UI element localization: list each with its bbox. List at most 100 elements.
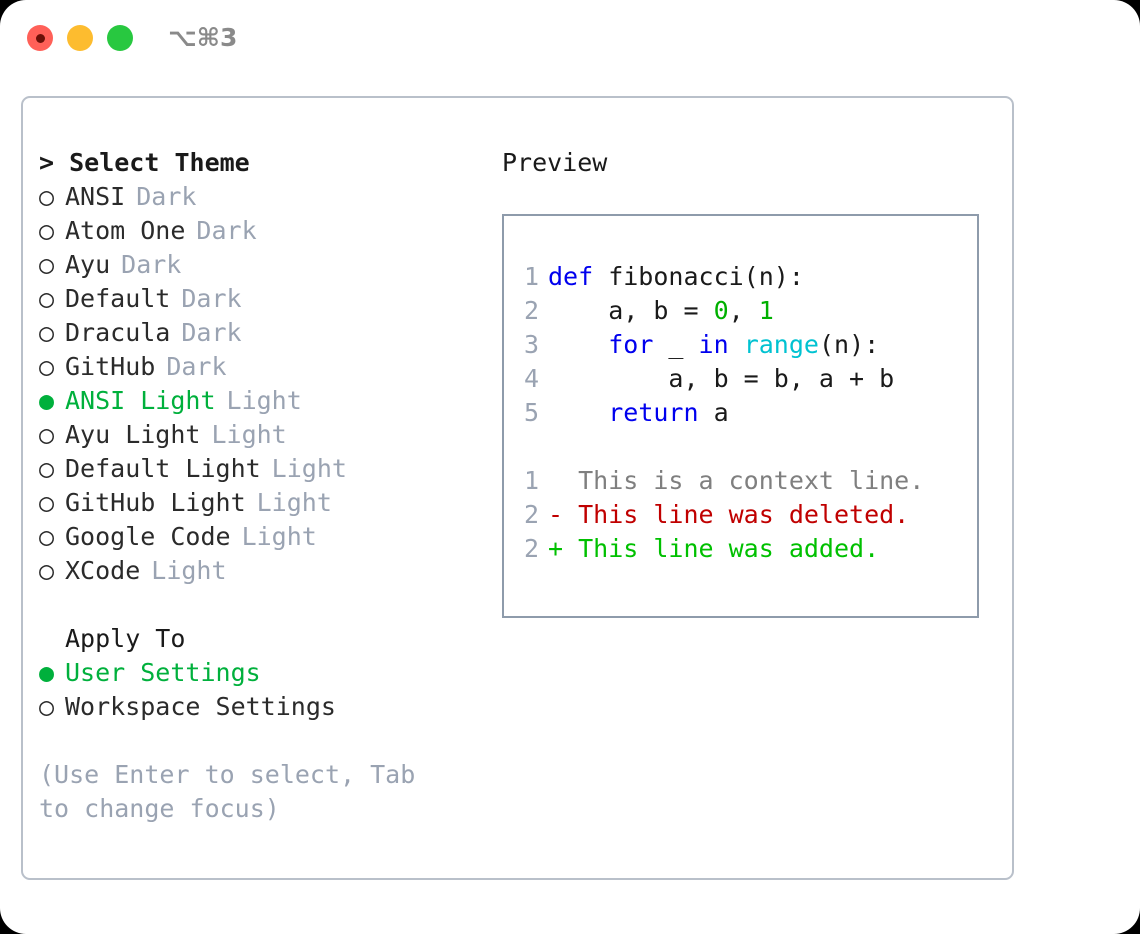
code-token-kw: return: [608, 398, 699, 427]
diff-line-text: This line was added.: [578, 534, 880, 563]
theme-option-name: Atom One: [65, 216, 186, 245]
code-token-plain: [548, 330, 608, 359]
code-line-text: def fibonacci(n):: [548, 260, 804, 294]
code-line: 4 a, b = b, a + b: [504, 362, 977, 396]
preview-spacer: [504, 430, 977, 464]
theme-option-name: Default Light: [65, 454, 261, 483]
apply-to-option-user-settings[interactable]: ● User Settings: [39, 656, 489, 690]
theme-option-tag: Light: [226, 386, 302, 415]
traffic-light-group: [27, 25, 133, 51]
apply-to-option-workspace-settings[interactable]: ○Workspace Settings: [39, 690, 489, 724]
theme-option-tag: Dark: [196, 216, 257, 245]
diff-line-number: 1: [523, 466, 539, 495]
title-bar: ⌥⌘3: [0, 0, 1140, 78]
diff-line-number: 2: [523, 534, 539, 563]
theme-option-name: XCode: [65, 556, 141, 585]
code-token-num: 1: [758, 296, 774, 325]
theme-option-ansi[interactable]: ○ ANSI Dark: [39, 180, 489, 214]
theme-option-tag: Light: [241, 522, 317, 551]
code-line-text: return a: [548, 396, 729, 430]
code-token-fn: range: [743, 330, 819, 359]
radio-unselected-icon: ○: [39, 420, 55, 449]
code-token-plain: [548, 398, 608, 427]
theme-option-name: Google Code: [65, 522, 231, 551]
code-line-text: a, b = b, a + b: [548, 362, 894, 396]
radio-unselected-icon: ○: [39, 250, 55, 279]
theme-option-name: ANSI Light: [65, 386, 216, 415]
close-button[interactable]: [27, 25, 53, 51]
theme-option-name: GitHub: [65, 352, 156, 381]
code-line-text: for _ in range(n):: [548, 328, 879, 362]
minimize-button[interactable]: [67, 25, 93, 51]
select-theme-heading: > Select Theme: [39, 148, 250, 177]
diff-line-add: 2+ This line was added.: [504, 532, 977, 566]
theme-option-name: Default: [65, 284, 171, 313]
diff-line-text: This line was deleted.: [578, 500, 910, 529]
keyboard-hint-text: (Use Enter to select, Tab to change focu…: [39, 760, 416, 823]
diff-line-ctx: 1 This is a context line.: [504, 464, 977, 498]
code-line: 1 def fibonacci(n):: [504, 260, 977, 294]
radio-selected-icon: ●: [39, 658, 55, 687]
theme-option-tag: Dark: [181, 284, 242, 313]
code-line-number: 1: [523, 262, 539, 291]
radio-unselected-icon: ○: [39, 182, 55, 211]
diff-marker: [548, 464, 578, 498]
code-line: 5 return a: [504, 396, 977, 430]
keyboard-shortcut-label: ⌥⌘3: [168, 23, 238, 52]
apply-to-list: ● User Settings ○Workspace Settings: [39, 656, 489, 724]
theme-option-ayu-light[interactable]: ○ Ayu Light Light: [39, 418, 489, 452]
theme-option-tag: Light: [256, 488, 332, 517]
code-line-text: a, b = 0, 1: [548, 294, 774, 328]
code-line-number: 5: [523, 398, 539, 427]
diff-line-text: This is a context line.: [578, 466, 925, 495]
code-line-number: 3: [523, 330, 539, 359]
theme-option-tag: Light: [151, 556, 227, 585]
code-token-kw: for: [608, 330, 654, 359]
radio-unselected-icon: ○: [39, 216, 55, 245]
theme-option-name: GitHub Light: [65, 488, 246, 517]
theme-option-name: Ayu Light: [65, 420, 201, 449]
theme-option-xcode[interactable]: ○ XCode Light: [39, 554, 489, 588]
radio-unselected-icon: ○: [39, 454, 55, 483]
code-line: 2 a, b = 0, 1: [504, 294, 977, 328]
theme-option-name: Ayu: [65, 250, 111, 279]
code-token-plain: a, b =: [548, 296, 714, 325]
code-line: 3 for _ in range(n):: [504, 328, 977, 362]
code-token-kw: def: [548, 262, 594, 291]
theme-option-name: ANSI: [65, 182, 126, 211]
radio-unselected-icon: ○: [39, 318, 55, 347]
theme-option-name: Dracula: [65, 318, 171, 347]
zoom-button[interactable]: [107, 25, 133, 51]
theme-option-tag: Light: [211, 420, 287, 449]
code-line-number: 2: [523, 296, 539, 325]
code-token-kw: in: [698, 330, 729, 359]
theme-option-tag: Dark: [136, 182, 197, 211]
diff-line-number: 2: [523, 500, 539, 529]
code-token-plain: [729, 330, 744, 359]
theme-option-tag: Dark: [166, 352, 227, 381]
apply-to-option-name: User Settings: [65, 658, 261, 687]
code-token-num: 0: [713, 296, 729, 325]
code-token-plain: a: [698, 398, 729, 427]
preview-heading: Preview: [502, 148, 608, 177]
theme-option-atom-one[interactable]: ○ Atom One Dark: [39, 214, 489, 248]
code-token-plain: ,: [728, 296, 759, 325]
diff-line-del: 2- This line was deleted.: [504, 498, 977, 532]
radio-unselected-icon: ○: [39, 556, 55, 585]
code-token-plain: (n):: [818, 330, 880, 359]
